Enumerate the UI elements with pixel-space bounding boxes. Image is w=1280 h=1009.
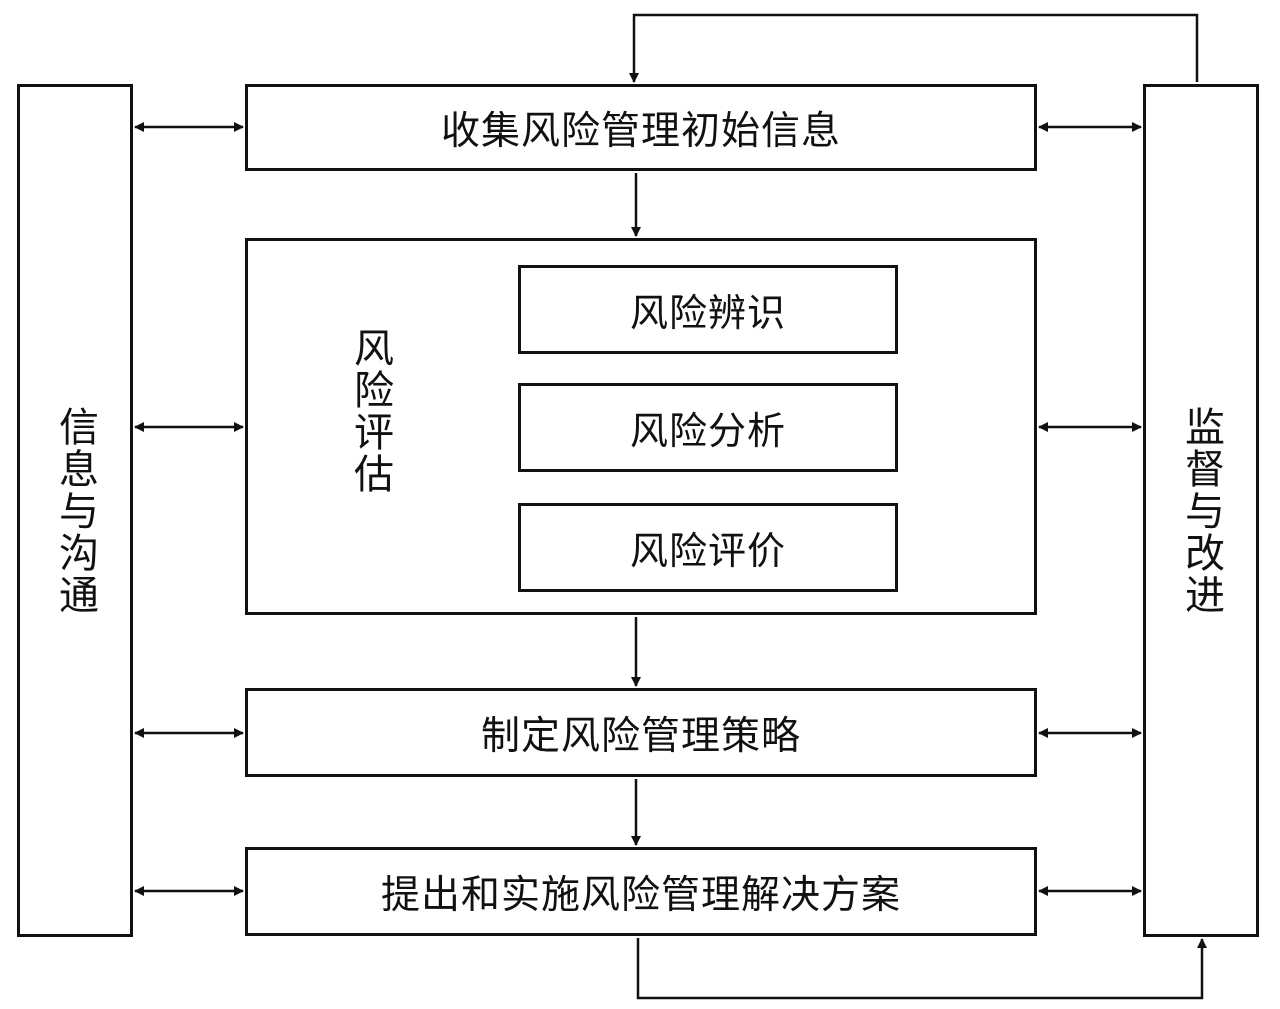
strategy-label: 制定风险管理策略 [480,713,801,759]
info-communication-box: 信息与沟通 [17,84,133,937]
solution-box: 提出和实施风险管理解决方案 [245,847,1037,936]
collect-info-label: 收集风险管理初始信息 [440,108,841,154]
risk-assessment-box: 风险评估 风险辨识 风险分析 风险评价 [245,238,1037,615]
risk-analysis-box: 风险分析 [518,383,898,472]
solution-label: 提出和实施风险管理解决方案 [380,872,901,918]
risk-assessment-title: 风险评估 [347,327,393,495]
risk-evaluation-label: 风险评价 [629,529,786,573]
risk-analysis-label: 风险分析 [629,409,786,453]
risk-evaluation-box: 风险评价 [518,503,898,592]
info-communication-label: 信息与沟通 [52,405,98,616]
arrow-feedback-bottom [636,938,1207,1000]
risk-identification-label: 风险辨识 [629,291,786,335]
monitor-improve-box: 监督与改进 [1143,84,1259,937]
monitor-improve-label: 监督与改进 [1178,405,1224,616]
strategy-box: 制定风险管理策略 [245,688,1037,777]
risk-identification-box: 风险辨识 [518,265,898,354]
arrow-feedback-top [629,13,1199,83]
collect-info-box: 收集风险管理初始信息 [245,84,1037,171]
